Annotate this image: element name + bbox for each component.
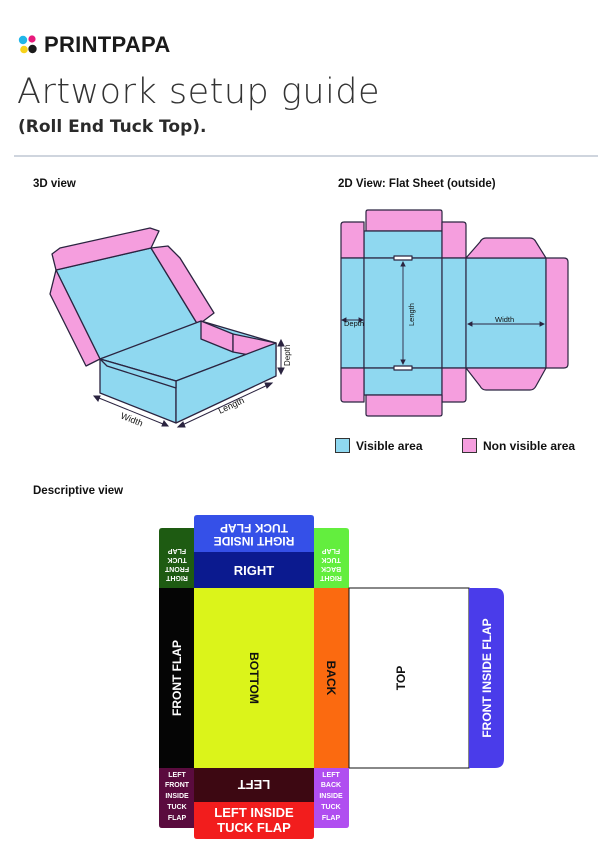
- svg-text:FLAP: FLAP: [168, 815, 187, 822]
- bottom-panel: [194, 588, 314, 768]
- svg-text:FRONT: FRONT: [165, 782, 190, 789]
- brand-logo: PRINTPAPA: [16, 30, 171, 60]
- legend-visible-swatch: [335, 438, 350, 453]
- left-bottom-flap: [340, 367, 365, 403]
- left-top-flap: [340, 221, 365, 259]
- left-inside-tuck-flap-text-1: LEFT INSIDE: [214, 805, 294, 820]
- legend-visible: Visible area: [335, 438, 423, 453]
- 2d-length-label: Length: [407, 303, 416, 326]
- 3d-width-label: Width: [119, 411, 144, 429]
- 3d-depth-label: Depth: [283, 345, 292, 366]
- svg-text:LEFT: LEFT: [322, 772, 340, 779]
- legend-visible-label: Visible area: [356, 438, 423, 453]
- right-side-panel: [441, 257, 467, 369]
- header-divider: [14, 155, 598, 157]
- top-strip: [363, 230, 443, 259]
- right-inside-tuck-flap-text-2: TUCK FLAP: [220, 521, 288, 535]
- svg-text:TUCK: TUCK: [321, 556, 340, 563]
- flat-sheet-diagram: Depth Length Width: [340, 209, 569, 417]
- left-panel: [194, 768, 314, 802]
- label-2d-view: 2D View: Flat Sheet (outside): [338, 178, 496, 190]
- descriptive-view-diagram: RIGHT INSIDE TUCK FLAP RIGHT RIGHT FRONT…: [159, 515, 504, 839]
- svg-text:FRONT: FRONT: [164, 565, 189, 572]
- front-inside-flap-panel: [469, 588, 504, 768]
- svg-text:LEFT: LEFT: [168, 772, 186, 779]
- bottom-tuck-flap: [365, 394, 443, 417]
- svg-text:FLAP: FLAP: [322, 547, 341, 554]
- top-panel: [348, 587, 470, 769]
- right-inside-tuck-flap-panel: [194, 515, 314, 552]
- right-inside-tuck-flap-text-1: RIGHT INSIDE: [214, 534, 295, 548]
- left-front-inside-tuck-flap-panel: [159, 768, 194, 828]
- left-inside-tuck-flap-text-2: TUCK FLAP: [217, 820, 291, 835]
- svg-text:FLAP: FLAP: [168, 547, 187, 554]
- top-text: TOP: [394, 666, 408, 690]
- legend-non-visible-swatch: [462, 438, 477, 453]
- right-front-tuck-flap-panel: [159, 528, 194, 588]
- width-panel: [465, 257, 547, 369]
- box-3d-illustration: Width Length Depth: [49, 227, 292, 429]
- svg-text:RIGHT: RIGHT: [319, 574, 342, 581]
- bottom-strip: [363, 367, 443, 396]
- svg-text:BACK: BACK: [321, 565, 341, 572]
- front-inside-flap-text: FRONT INSIDE FLAP: [480, 618, 494, 737]
- svg-text:TUCK: TUCK: [167, 804, 186, 811]
- label-descriptive-view: Descriptive view: [33, 485, 124, 497]
- back-panel: [314, 588, 349, 768]
- top-tuck-flap: [365, 209, 443, 232]
- left-dust-flap: [49, 269, 101, 367]
- right-back-tuck-flap-panel: [314, 528, 349, 588]
- right-text: RIGHT: [234, 563, 275, 578]
- legend-non-visible-label: Non visible area: [483, 438, 576, 453]
- front-flap-panel: [159, 588, 194, 768]
- right-tuck-flap: [545, 257, 569, 369]
- page-subtitle: (Roll End Tuck Top).: [18, 117, 207, 137]
- svg-text:INSIDE: INSIDE: [319, 793, 343, 800]
- bottom-text: BOTTOM: [247, 652, 261, 704]
- back-text: BACK: [324, 661, 338, 696]
- legend-non-visible: Non visible area: [462, 438, 575, 453]
- right-panel: [194, 552, 314, 588]
- svg-text:TUCK: TUCK: [321, 804, 340, 811]
- 2d-depth-label: Depth: [344, 319, 364, 328]
- svg-text:BACK: BACK: [321, 782, 341, 789]
- left-text: LEFT: [238, 777, 271, 792]
- right-bottom-flap: [441, 367, 467, 403]
- depth-panel: [340, 257, 365, 369]
- left-back-inside-tuck-flap-panel: [314, 768, 349, 828]
- 2d-width-label: Width: [495, 315, 514, 324]
- page-title: Artwork setup guide: [17, 72, 381, 112]
- svg-text:INSIDE: INSIDE: [165, 793, 189, 800]
- left-inside-tuck-flap-panel: [194, 802, 314, 839]
- width-top-flap: [465, 237, 547, 259]
- svg-text:RIGHT: RIGHT: [165, 574, 188, 581]
- right-top-flap: [441, 221, 467, 259]
- box-right-side: [175, 342, 277, 424]
- label-3d-view: 3D view: [33, 178, 76, 190]
- front-flap-text: FRONT FLAP: [170, 640, 184, 716]
- svg-text:FLAP: FLAP: [322, 815, 341, 822]
- brand-name: PRINTPAPA: [44, 32, 171, 57]
- printpapa-logo-icon: [18, 35, 37, 54]
- width-bottom-flap: [465, 367, 547, 391]
- svg-text:TUCK: TUCK: [167, 556, 186, 563]
- right-dust-flap: [150, 245, 215, 326]
